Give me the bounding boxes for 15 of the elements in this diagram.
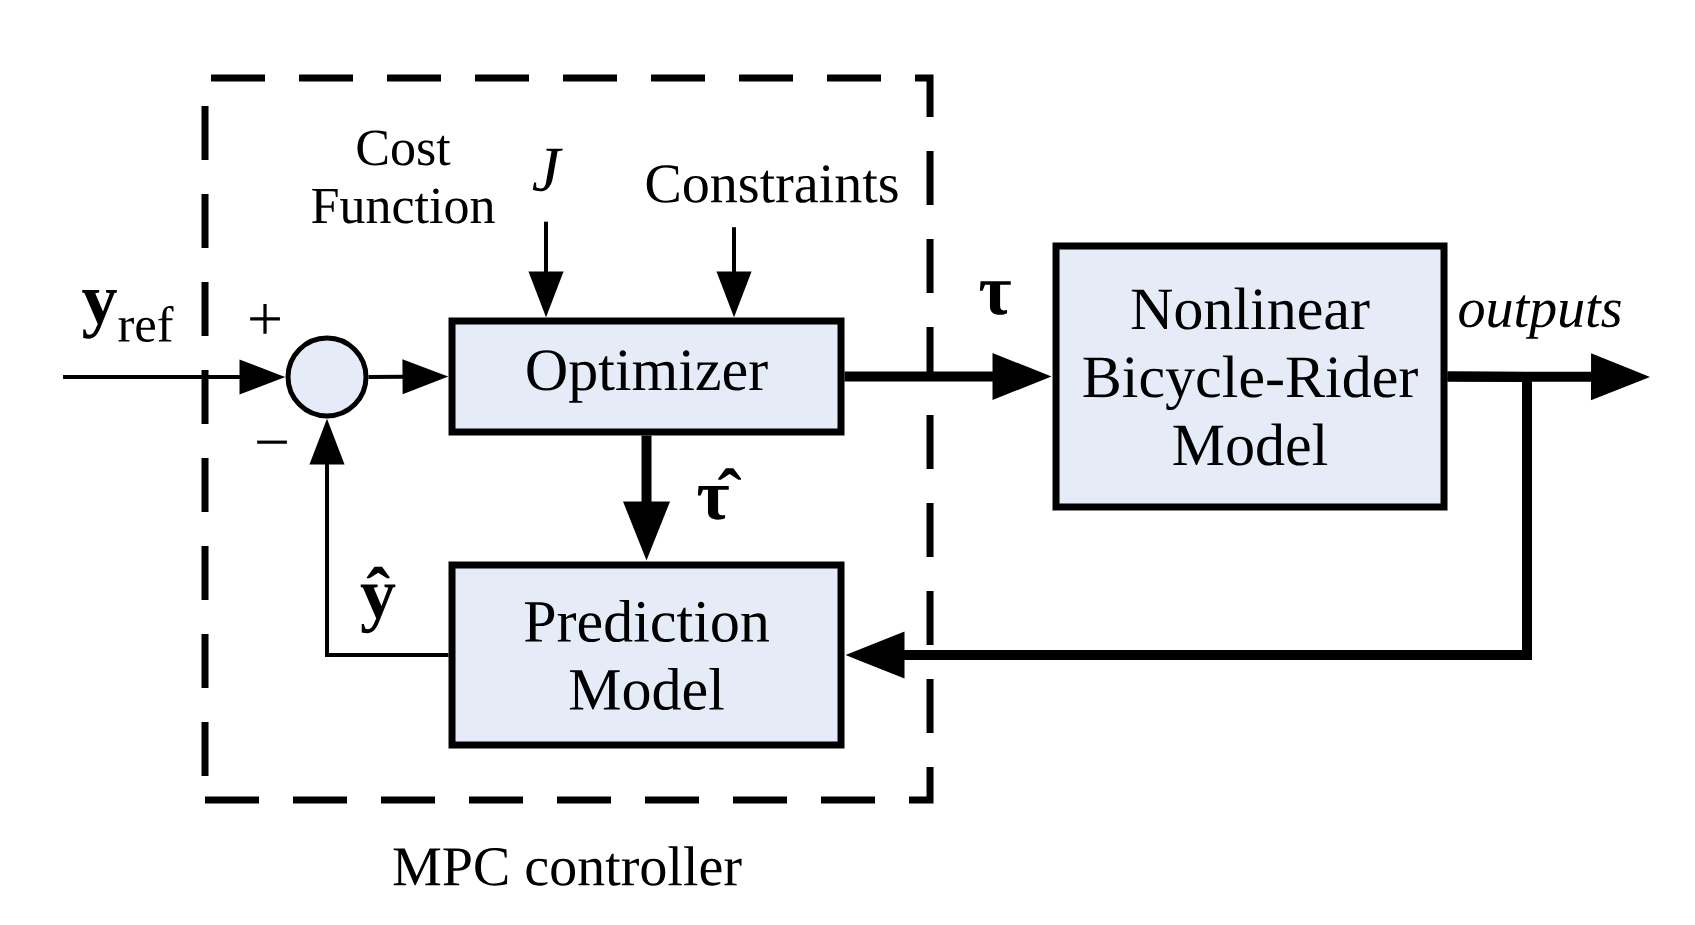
signal-label: ŷ xyxy=(360,566,396,634)
sign-label: + xyxy=(250,303,280,334)
signal-label: τ̂ xyxy=(697,468,741,520)
block-box: Prediction Model xyxy=(448,561,845,749)
block-box: Optimizer xyxy=(448,317,845,436)
symbol-label: J xyxy=(532,148,563,192)
input-label: Constraints xyxy=(646,165,898,203)
sign-label: − xyxy=(257,440,287,444)
block-box: Nonlinear Bicycle-Rider Model xyxy=(1052,242,1448,511)
summing-junction xyxy=(285,335,369,419)
signal-label: τ xyxy=(979,281,1011,315)
signal-label: outputs xyxy=(1459,295,1621,339)
input-label: Cost Function xyxy=(312,130,495,224)
boundary-caption: MPC controller xyxy=(393,846,742,886)
signal-label: y$_{ref}$ xyxy=(82,290,174,342)
